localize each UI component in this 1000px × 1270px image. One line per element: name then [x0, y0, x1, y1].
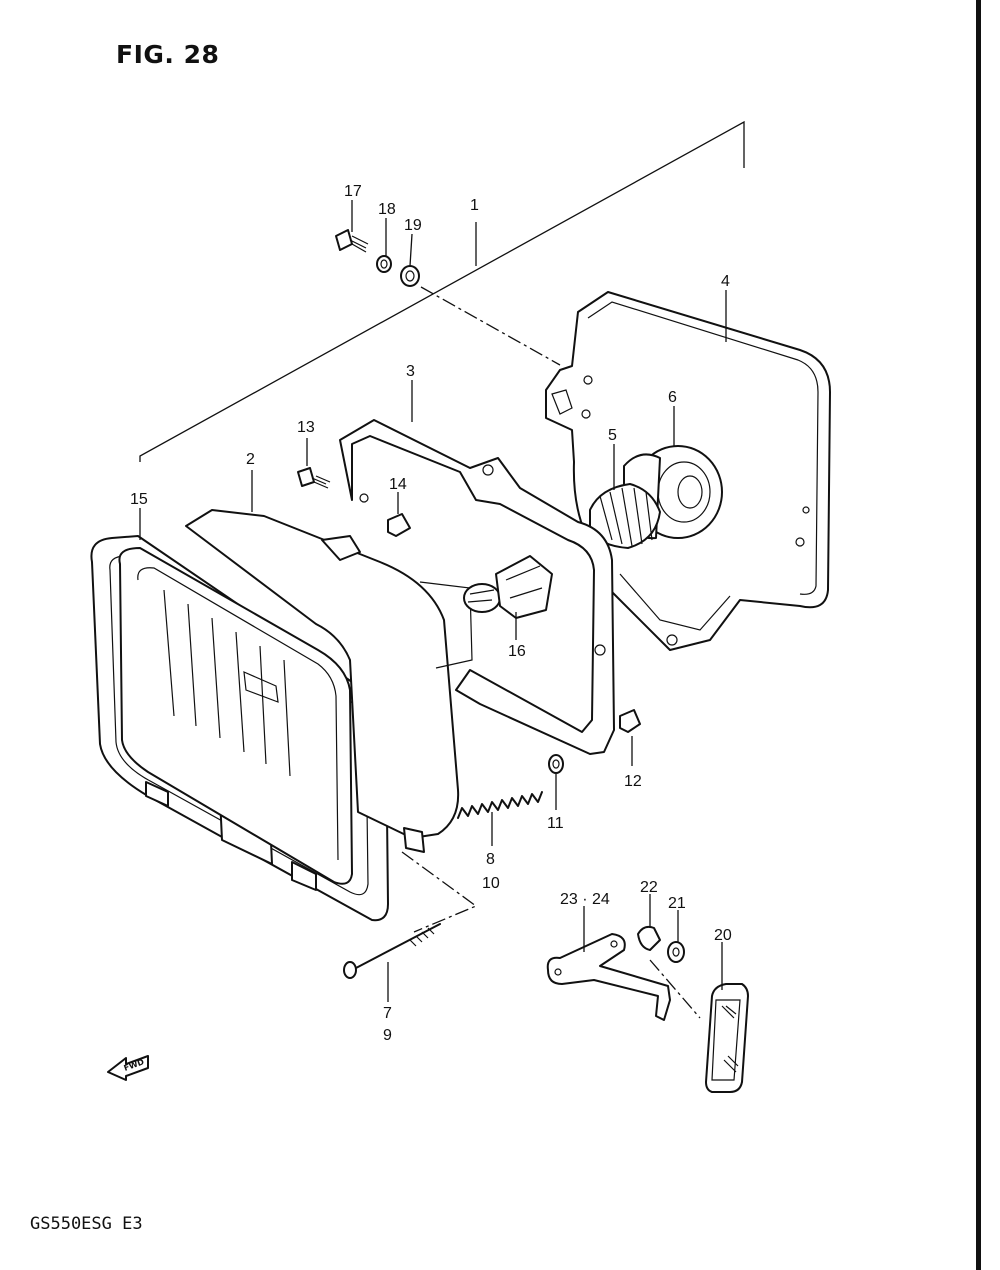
- bulb-part-16: [463, 555, 553, 619]
- spring-part-8: [457, 791, 543, 819]
- callout-18: 18: [378, 201, 396, 218]
- assembly-bracket-1: [139, 120, 745, 462]
- callout-leaders: [139, 200, 727, 1002]
- callout-14: 14: [389, 476, 407, 493]
- long-screw-part-7: [343, 923, 441, 979]
- figure-title: FIG. 28: [116, 40, 220, 69]
- callout-16: 16: [508, 643, 526, 660]
- washer-part-19: [400, 265, 420, 287]
- callout-12: 12: [624, 773, 642, 790]
- callout-13: 13: [297, 419, 315, 436]
- callout-22: 22: [640, 879, 658, 896]
- headlight-unit-part-2: [118, 509, 473, 885]
- nut-part-22: [637, 925, 661, 951]
- callout-labels: 17 18 19 1 4 3 6 5 13 2 15 14 16 12 11 8…: [130, 183, 732, 1044]
- bracket-part-23-24: [546, 933, 671, 1021]
- callout-11: 11: [547, 815, 564, 832]
- callout-5: 5: [608, 427, 617, 444]
- model-code: GS550ESG E3: [30, 1214, 143, 1234]
- callout-23-24: 23 · 24: [560, 891, 610, 908]
- callout-7: 7: [383, 1005, 392, 1022]
- callout-17: 17: [344, 183, 362, 200]
- nut-part-12: [619, 709, 641, 733]
- washer-part-21: [667, 941, 685, 963]
- callout-3: 3: [406, 363, 415, 380]
- reflector-part-20: [705, 983, 749, 1093]
- callout-15: 15: [130, 491, 148, 508]
- page-edge-border: [976, 0, 981, 1270]
- callout-4: 4: [721, 273, 730, 290]
- callout-10: 10: [482, 875, 500, 892]
- lock-washer-part-18: [376, 255, 392, 273]
- mounting-frame-part-3: [339, 419, 615, 755]
- nut-part-14: [387, 513, 411, 537]
- callout-1: 1: [470, 197, 479, 214]
- exploded-dash-lines: [401, 286, 701, 1019]
- bolt-part-17: [335, 229, 369, 253]
- screw-part-13: [297, 467, 331, 489]
- callout-21: 21: [668, 895, 686, 912]
- callout-19: 19: [404, 217, 422, 234]
- callout-6: 6: [668, 389, 677, 406]
- washer-part-11: [548, 754, 564, 774]
- callout-20: 20: [714, 927, 732, 944]
- rubber-boot-part-5: [589, 483, 661, 549]
- callout-8: 8: [486, 851, 495, 868]
- fwd-arrow-icon: FWD: [107, 1055, 149, 1081]
- callout-9: 9: [383, 1027, 392, 1044]
- callout-2: 2: [246, 451, 255, 468]
